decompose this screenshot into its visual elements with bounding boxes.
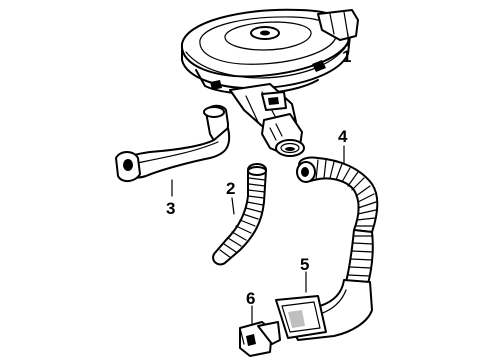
callout-3: 3 [166,199,175,218]
callout-6: 6 [246,289,255,308]
bracket [239,321,281,357]
leader-lines [171,33,349,325]
small-hose [212,163,267,266]
air-cleaner-assembly [180,8,359,157]
large-corrugated-hose [296,156,379,285]
callout-5: 5 [300,255,309,274]
callout-2: 2 [226,179,235,198]
callout-4: 4 [338,127,348,146]
outlet-duct [115,104,231,182]
callout-1: 1 [342,47,351,66]
inlet-duct [275,279,373,341]
